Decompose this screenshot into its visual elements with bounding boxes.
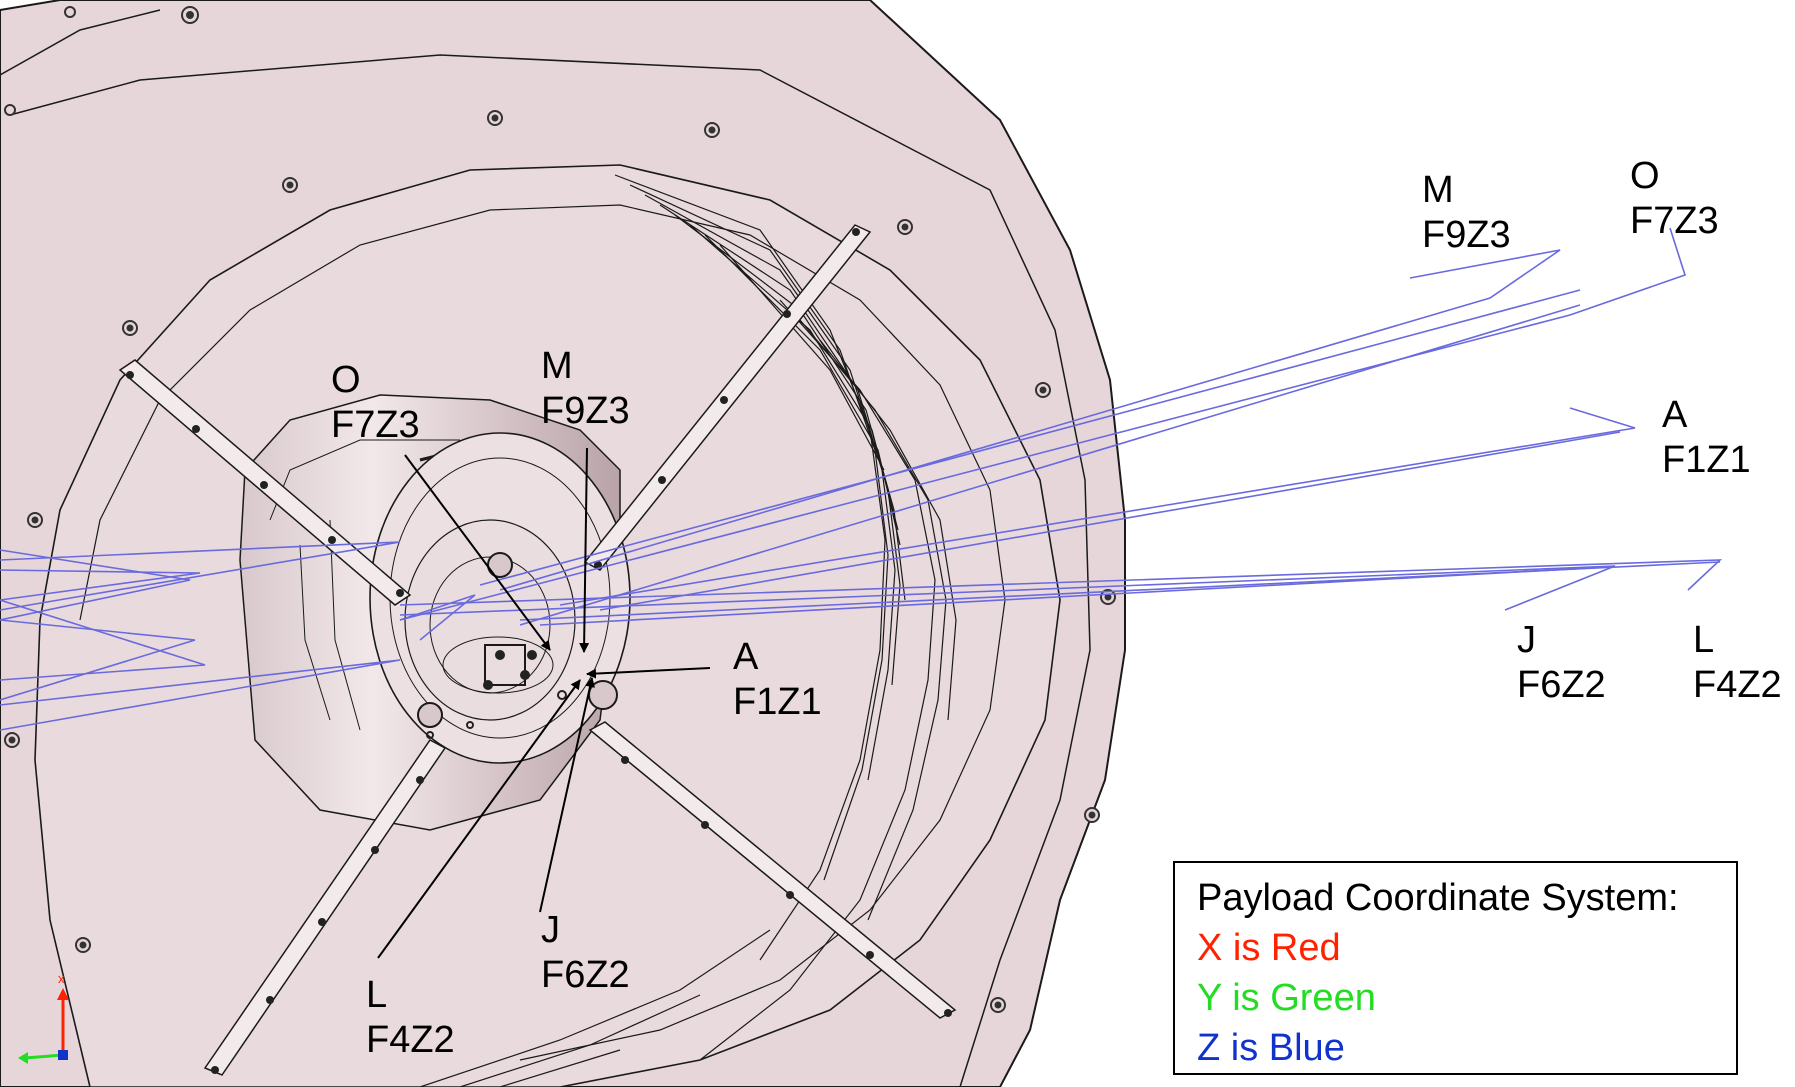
label-fiber: F6Z2 — [1517, 664, 1606, 706]
label-right-o: O F7Z3 — [1630, 154, 1719, 244]
outer-housing-inner-edge — [9, 54, 1091, 1087]
hub-flange — [369, 432, 631, 764]
label-fiber: F1Z1 — [733, 681, 822, 723]
z-axis-marker — [58, 1050, 68, 1060]
label-center-a: A F1Z1 — [733, 635, 822, 725]
axis-triad: x — [18, 971, 69, 1064]
leader-arrows — [377, 447, 711, 959]
label-fiber: F4Z2 — [366, 1019, 455, 1061]
label-id: M — [1422, 169, 1454, 211]
label-right-a: A F1Z1 — [1662, 393, 1751, 483]
label-fiber: F4Z2 — [1693, 664, 1782, 706]
label-id: L — [1693, 619, 1715, 661]
coordinate-legend: Payload Coordinate System: X is Red Y is… — [1173, 861, 1738, 1075]
label-id: J — [541, 909, 560, 951]
legend-z-line: Z is Blue — [1197, 1027, 1345, 1069]
label-fiber: F9Z3 — [541, 390, 630, 432]
y-axis-line — [24, 1053, 64, 1060]
label-fiber: F6Z2 — [541, 954, 630, 996]
label-right-l: L F4Z2 — [1693, 618, 1782, 708]
label-id: O — [331, 359, 361, 401]
label-center-j: J F6Z2 — [541, 908, 630, 998]
label-center-l: L F4Z2 — [366, 973, 455, 1063]
label-id: A — [733, 636, 759, 678]
legend-x-line: X is Red — [1197, 927, 1341, 969]
label-id: A — [1662, 394, 1688, 436]
label-center-o: O F7Z3 — [331, 358, 420, 448]
inner-ring-secondary — [79, 204, 1006, 1061]
housing-bolts — [4, 6, 1116, 1013]
label-id: M — [541, 345, 573, 387]
legend-y-line: Y is Green — [1197, 977, 1376, 1019]
housing-top-edge — [0, 9, 161, 76]
strut-rivets — [126, 228, 952, 1074]
label-fiber: F9Z3 — [1422, 214, 1511, 256]
legend-title: Payload Coordinate System: — [1197, 877, 1679, 919]
label-fiber: F1Z1 — [1662, 439, 1751, 481]
label-right-m: M F9Z3 — [1422, 168, 1511, 258]
label-id: O — [1630, 155, 1660, 197]
x-axis-label: x — [58, 971, 65, 986]
label-id: L — [366, 974, 388, 1016]
label-fiber: F7Z3 — [1630, 200, 1719, 242]
ray-traces — [0, 227, 1723, 731]
label-right-j: J F6Z2 — [1517, 618, 1606, 708]
label-center-m: M F9Z3 — [541, 344, 630, 434]
label-id: J — [1517, 619, 1536, 661]
label-fiber: F7Z3 — [331, 404, 420, 446]
